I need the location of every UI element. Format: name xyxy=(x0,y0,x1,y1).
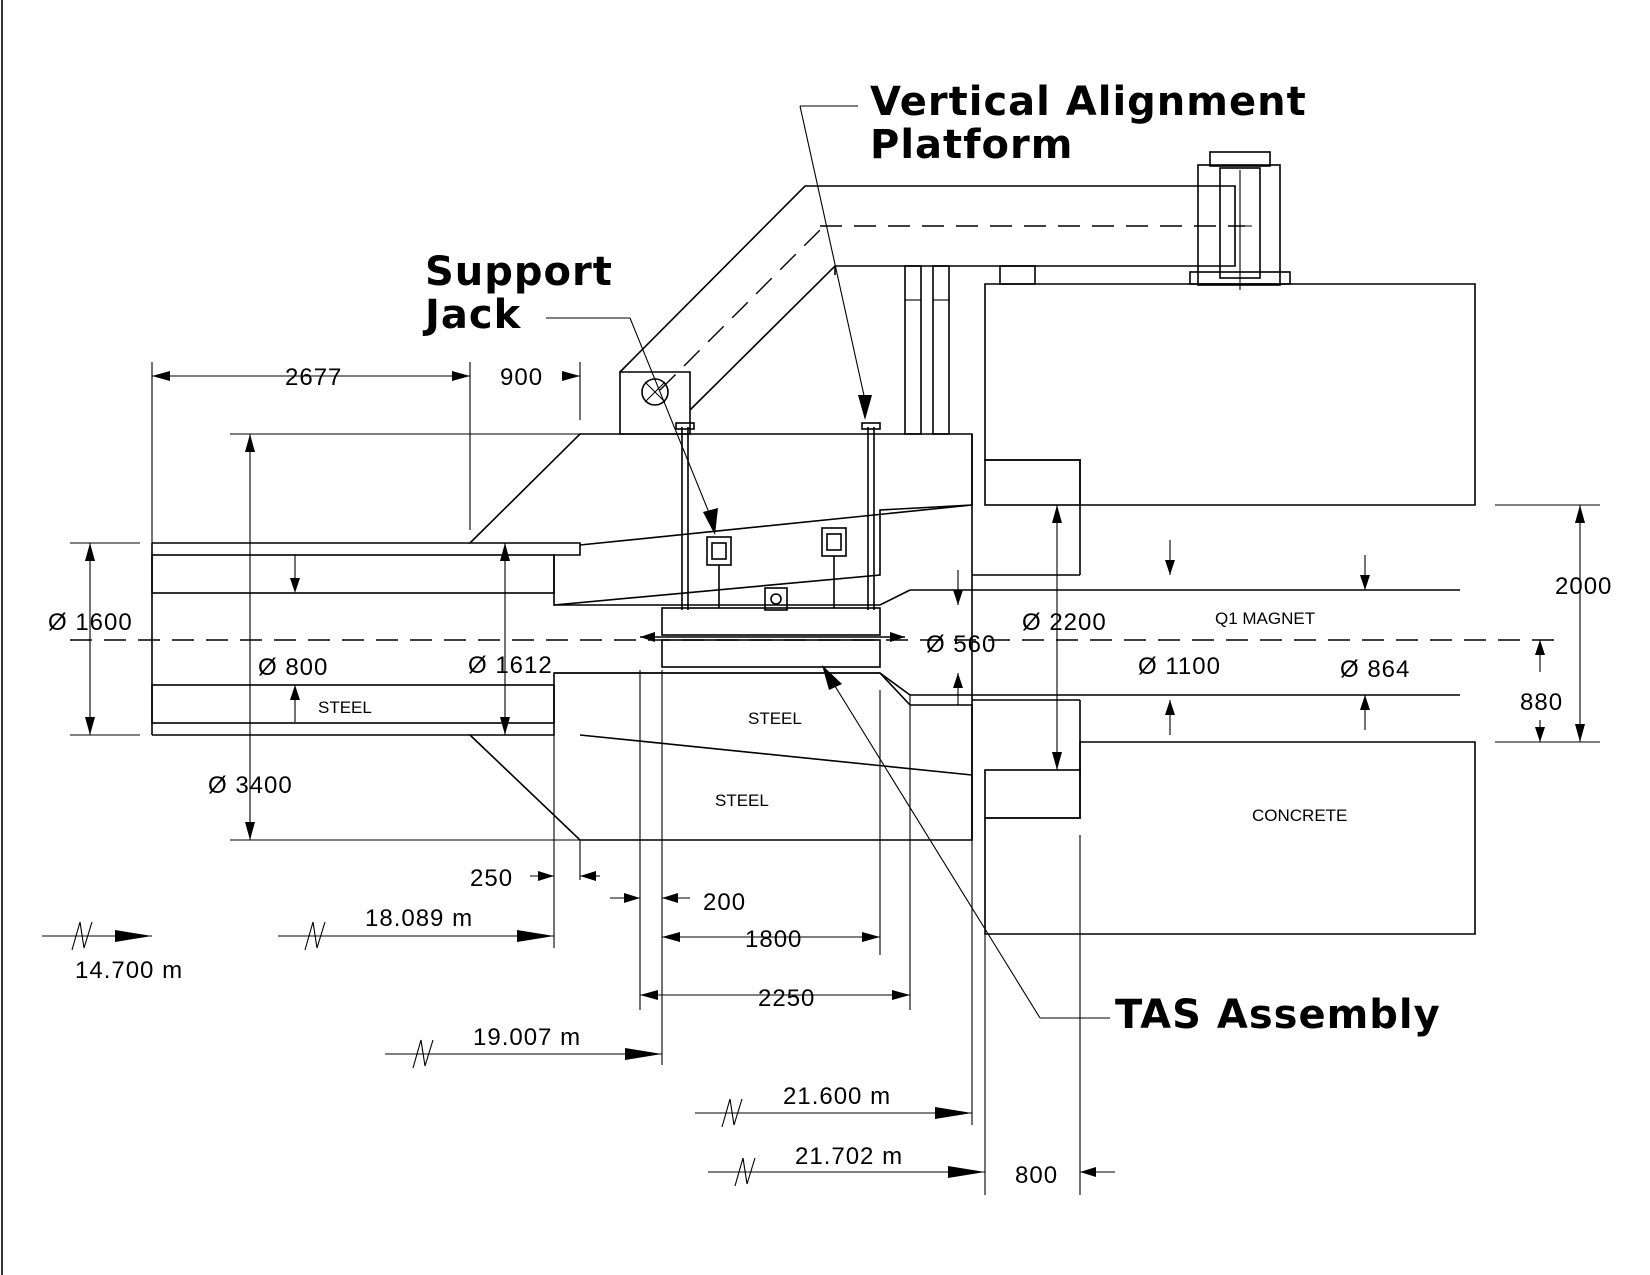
dim-1800: 1800 xyxy=(745,926,802,953)
support-jack-label-line2: Jack xyxy=(422,292,522,338)
dim-2677: 2677 xyxy=(285,364,342,391)
station-21702: 21.702 m xyxy=(795,1143,903,1170)
material-label-q1-magnet: Q1 MAGNET xyxy=(1215,609,1315,628)
dim-dia-3400: Ø 3400 xyxy=(208,772,293,799)
dim-250: 250 xyxy=(470,865,513,892)
tas-assembly-label: TAS Assembly xyxy=(1115,992,1441,1038)
q1-magnet-bore xyxy=(972,574,1460,701)
support-jack-left xyxy=(706,536,732,608)
tas-core-absorber xyxy=(640,607,905,668)
support-jack-label-line1: Support xyxy=(425,249,613,295)
material-label-steel-lower: STEEL xyxy=(715,791,769,810)
concrete-upper-block xyxy=(984,283,1476,506)
vertical-alignment-label-line1: Vertical Alignment xyxy=(870,79,1307,125)
alignment-platform-frame xyxy=(619,151,1291,435)
dim-dia-1612: Ø 1612 xyxy=(468,652,553,679)
dim-dia-1100: Ø 1100 xyxy=(1138,653,1221,680)
dim-800: 800 xyxy=(1015,1162,1058,1189)
steel-collar xyxy=(984,459,1081,819)
dim-dia-1600: Ø 1600 xyxy=(48,609,133,636)
station-19007: 19.007 m xyxy=(473,1024,581,1051)
dim-dia-560: Ø 560 xyxy=(926,631,996,658)
material-label-steel-pipe: STEEL xyxy=(318,698,372,717)
dim-2000: 2000 xyxy=(1555,573,1612,600)
material-label-concrete: CONCRETE xyxy=(1252,806,1347,825)
station-18089: 18.089 m xyxy=(365,905,473,932)
material-label-steel-body: STEEL xyxy=(748,709,802,728)
support-jack-right xyxy=(821,527,847,608)
dim-200: 200 xyxy=(703,889,746,916)
station-21600: 21.600 m xyxy=(783,1083,891,1110)
center-clamp xyxy=(764,587,788,611)
support-rods xyxy=(675,422,881,610)
station-14700: 14.700 m xyxy=(75,957,183,984)
tas-assembly-leader xyxy=(822,665,1110,1019)
vertical-alignment-label-line2: Platform xyxy=(870,122,1073,168)
dim-dia-2200: Ø 2200 xyxy=(1022,609,1107,636)
vertical-alignment-leader xyxy=(799,105,872,420)
dim-dia-800: Ø 800 xyxy=(258,654,328,681)
support-jack-leader xyxy=(546,317,718,535)
dimension-lines xyxy=(70,362,1600,1195)
dim-880: 880 xyxy=(1520,689,1563,716)
dim-dia-864: Ø 864 xyxy=(1340,656,1410,683)
dim-900: 900 xyxy=(500,364,543,391)
dim-2250: 2250 xyxy=(758,985,815,1012)
station-markers xyxy=(42,921,985,1187)
